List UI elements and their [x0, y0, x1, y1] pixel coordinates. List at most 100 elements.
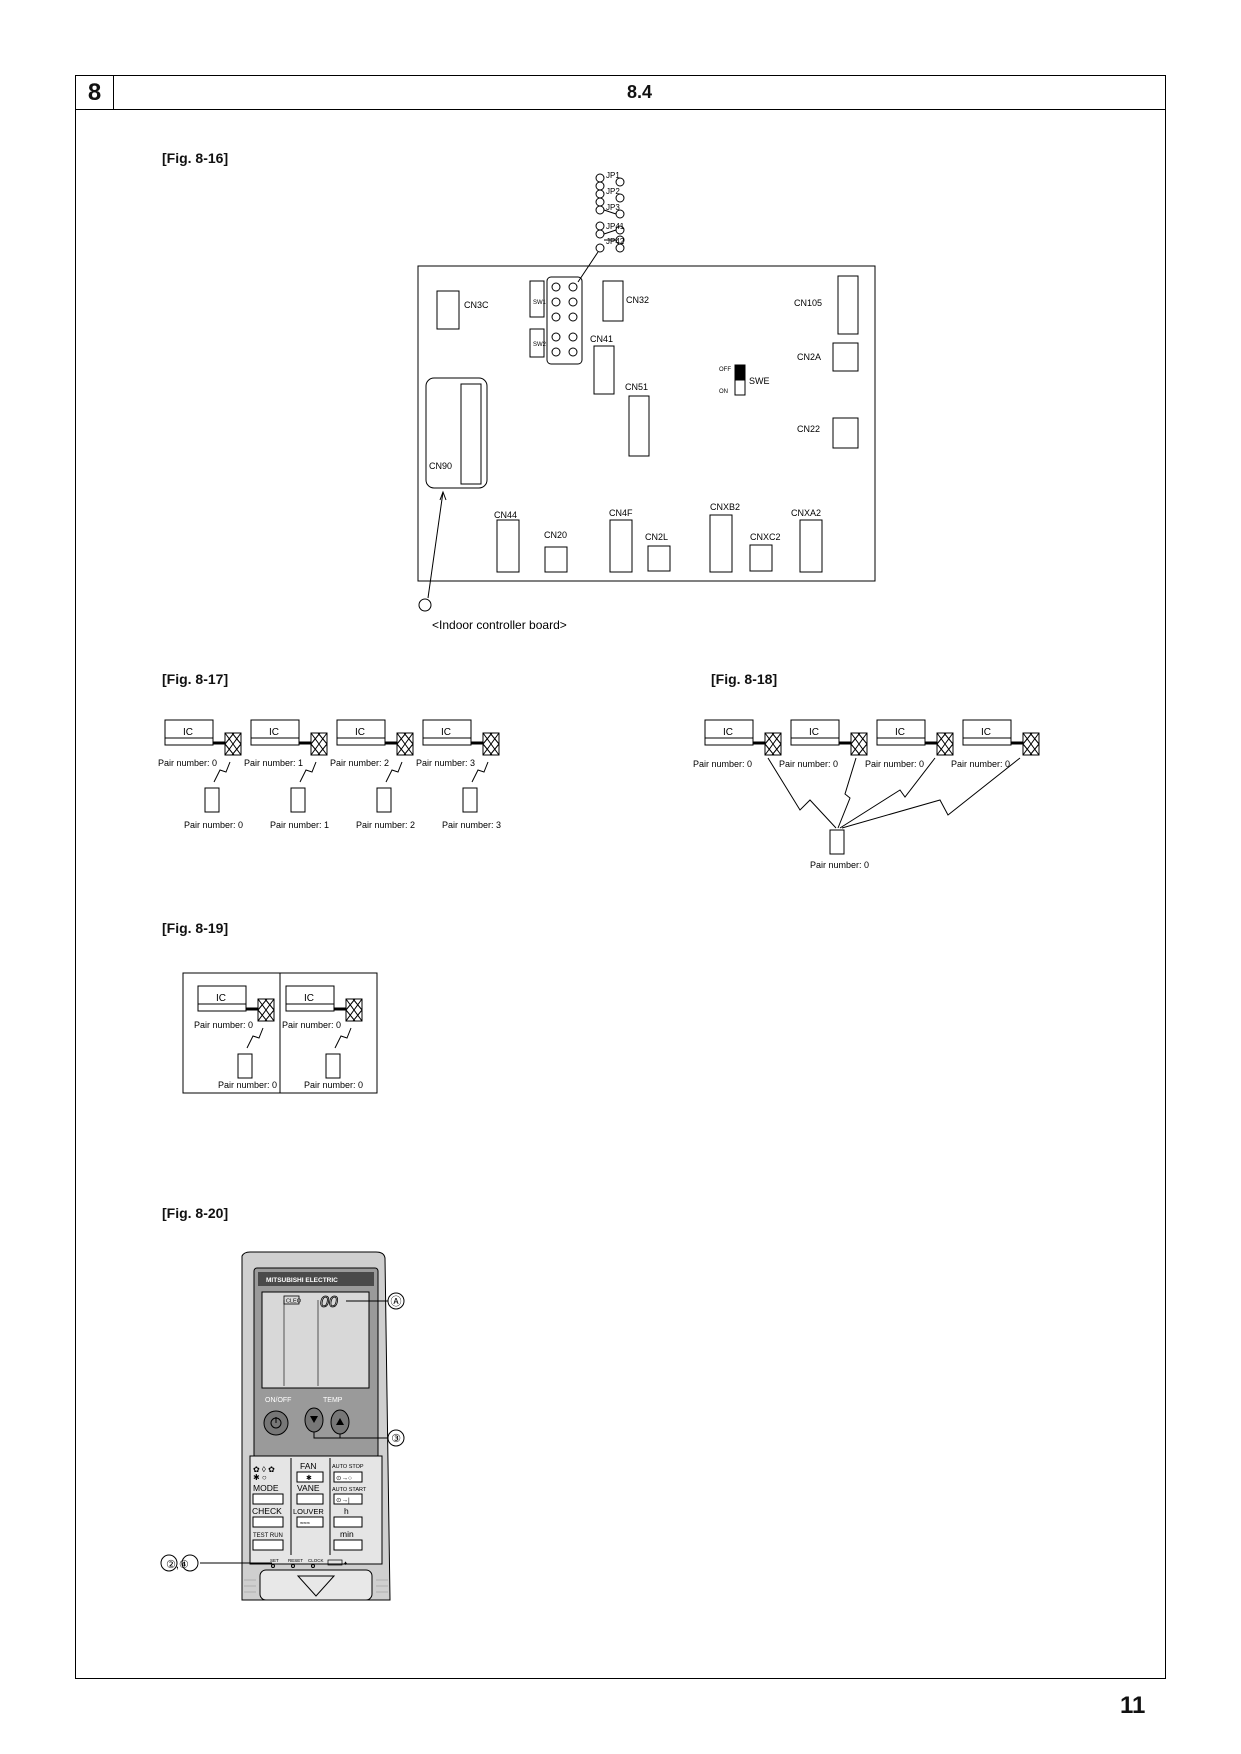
remote-controller [829, 829, 845, 855]
remote-pair-number: Pair number: 1 [270, 820, 329, 830]
fan-button[interactable] [296, 1471, 324, 1483]
ic-label: IC [355, 727, 365, 738]
ic-label: IC [183, 727, 193, 738]
sw1-label: SW1 [533, 300, 547, 306]
ic-pair-number: Pair number: 0 [693, 759, 752, 769]
jp2-label: JP2 [606, 187, 620, 196]
clock-label: CLOCK [308, 1558, 324, 1563]
cn90-label: CN90 [429, 461, 452, 471]
callout-a: Ⓐ [391, 1295, 402, 1308]
test-run-label: TEST RUN [253, 1533, 283, 1539]
fan-icon: ✱ [306, 1474, 312, 1482]
timer-off-icon: ⊙→○ [336, 1475, 352, 1482]
callout-3: ③ [391, 1433, 401, 1445]
ic-label: IC [216, 993, 226, 1004]
swe-off-label: OFF [719, 367, 731, 373]
ic-label: IC [441, 727, 451, 738]
arrow-up-icon [336, 1418, 344, 1425]
ic-pair-number: Pair number: 0 [779, 759, 838, 769]
check-button[interactable] [252, 1516, 284, 1528]
test-run-button[interactable] [252, 1539, 284, 1551]
ic-pair-number: Pair number: 3 [416, 758, 475, 768]
louver-button[interactable] [296, 1516, 324, 1528]
cnxb2-label: CNXB2 [710, 502, 740, 512]
ic-pair-number: Pair number: 0 [194, 1020, 253, 1030]
mode-label: MODE [253, 1483, 279, 1493]
fig-8-18-diagram: IC IC IC IC Pair number: 0 Pair number: … [693, 719, 1040, 870]
signal-icon: ♦ [344, 1561, 347, 1567]
set-button[interactable] [271, 1564, 275, 1568]
cn51-label: CN51 [625, 382, 648, 392]
check-label: CHECK [252, 1506, 282, 1516]
auto-stop-label: AUTO STOP [332, 1464, 364, 1470]
cn2a-label: CN2A [797, 352, 821, 362]
fig-8-17-diagram: IC IC IC IC Pair number: 0 Pair number: … [158, 719, 501, 830]
ic-unit [197, 985, 275, 1079]
cn105-label: CN105 [794, 298, 822, 308]
temp-label: TEMP [323, 1397, 343, 1404]
ic-label: IC [981, 727, 991, 738]
onoff-label: ON/OFF [265, 1397, 291, 1404]
fan-label: FAN [300, 1461, 317, 1471]
ic-label: IC [809, 727, 819, 738]
remote-pair-number: Pair number: 0 [184, 820, 243, 830]
remote-pair-number: Pair number: 0 [810, 860, 869, 870]
page-frame [75, 75, 1166, 1679]
cn44-label: CN44 [494, 510, 517, 520]
minute-label: min [340, 1529, 354, 1539]
ic-label: IC [269, 727, 279, 738]
fig-8-18-label: [Fig. 8-18] [711, 671, 778, 687]
ic-pair-number: Pair number: 0 [282, 1020, 341, 1030]
lcd-display [261, 1291, 370, 1389]
ic-unit [876, 719, 954, 756]
ic-unit [704, 719, 782, 756]
remote-pair-number: Pair number: 0 [218, 1080, 277, 1090]
triangle-mark-icon [296, 1575, 336, 1597]
jp1-label: JP1 [606, 171, 620, 180]
swe-on-label: ON [719, 389, 728, 395]
minute-button[interactable] [333, 1539, 363, 1551]
hour-label: h [344, 1506, 349, 1516]
ic-pair-number: Pair number: 0 [158, 758, 217, 768]
ic-label: IC [304, 993, 314, 1004]
jumper-group [595, 173, 625, 253]
ic-unit [285, 985, 363, 1079]
fig-8-19-diagram: IC IC Pair number: 0 Pair number: 0 Pair… [182, 972, 378, 1094]
cn3c-label: CN3C [464, 300, 489, 310]
board-caption: <Indoor controller board> [432, 618, 567, 632]
mode-icons-2: ✱ ○ [253, 1473, 267, 1482]
cn20-label: CN20 [544, 530, 567, 540]
reset-label: RESET [288, 1558, 303, 1563]
fig-8-20-label: [Fig. 8-20] [162, 1205, 229, 1221]
cn32-label: CN32 [626, 295, 649, 305]
swe-label: SWE [749, 376, 770, 386]
battery-icon [327, 1559, 343, 1566]
clock-button[interactable] [311, 1564, 315, 1568]
brand-logo: MITSUBISHI ELECTRIC [266, 1277, 338, 1284]
auto-start-button[interactable] [333, 1493, 363, 1505]
auto-stop-button[interactable] [333, 1471, 363, 1483]
wireless-link [841, 757, 1021, 829]
battery-cover [259, 1569, 373, 1601]
fig-8-17-label: [Fig. 8-17] [162, 671, 229, 687]
remote-pair-number: Pair number: 3 [442, 820, 501, 830]
reset-button[interactable] [291, 1564, 295, 1568]
remote-pair-number: Pair number: 0 [304, 1080, 363, 1090]
hour-button[interactable] [333, 1516, 363, 1528]
arrow-down-icon [310, 1416, 318, 1423]
vane-button[interactable] [296, 1493, 324, 1505]
louver-icon: ≈≈≈ [300, 1521, 311, 1527]
page-number: 11 [1120, 1692, 1146, 1719]
cn41-label: CN41 [590, 334, 613, 344]
cnxc2-label: CNXC2 [750, 532, 781, 542]
section-number: 8 [87, 79, 102, 106]
mode-button[interactable] [252, 1493, 284, 1505]
cnxa2-label: CNXA2 [791, 508, 821, 518]
ic-unit [962, 719, 1040, 756]
jp41-label: JP41 [606, 222, 625, 231]
ic-pair-number: Pair number: 2 [330, 758, 389, 768]
louver-label: LOUVER [293, 1507, 324, 1516]
timer-on-icon: ⊙→| [336, 1497, 350, 1504]
lcd-tag: CLEO [286, 1299, 302, 1305]
callout-2-4: ②,④ [166, 1559, 189, 1571]
